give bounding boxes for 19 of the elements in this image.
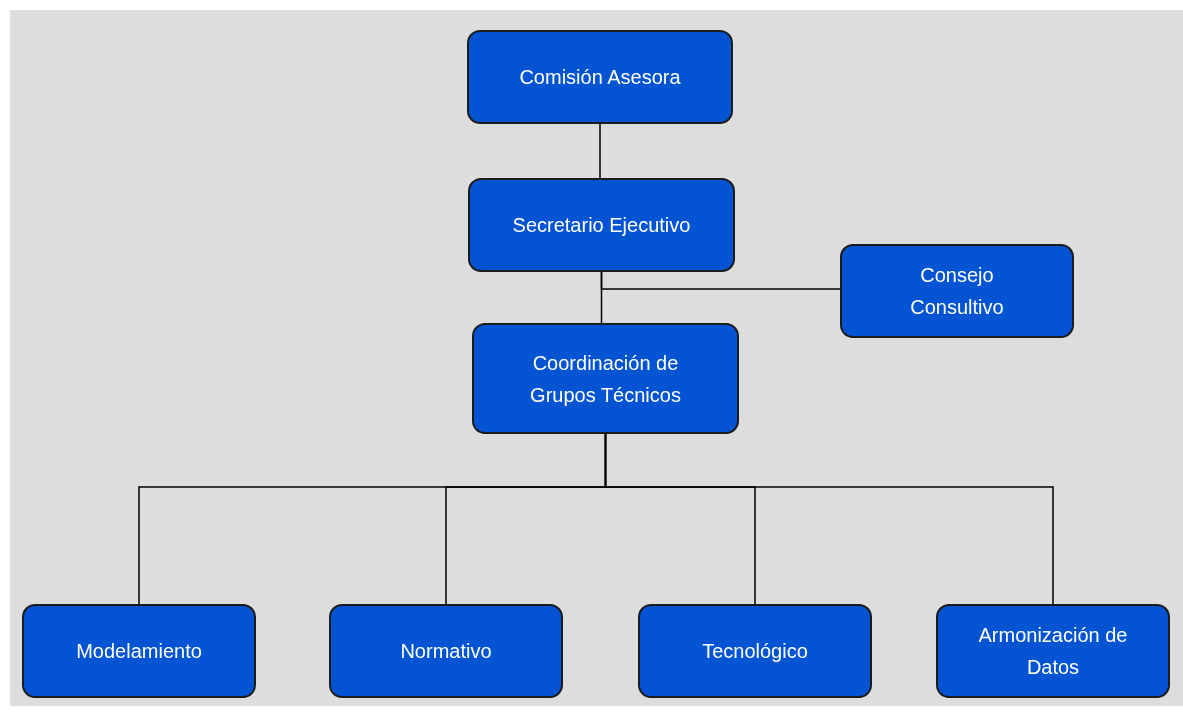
org-box [472, 323, 739, 434]
box-label: Coordinación de Grupos Técnicos [529, 350, 682, 408]
org-box [840, 244, 1074, 338]
box-label: Modelamiento [76, 639, 202, 664]
org-box [936, 604, 1170, 698]
box-label: Consejo Consultivo [909, 263, 1005, 320]
connector-line [599, 123, 601, 179]
org-box [468, 178, 735, 272]
box-label: Normativo [400, 639, 492, 664]
org-box [22, 604, 256, 698]
org-box [467, 30, 733, 124]
connector-line [600, 271, 841, 290]
box-label: Tecnológico [702, 639, 808, 664]
box-label: Comisión Asesora [519, 65, 681, 90]
box-label: Secretario Ejecutivo [512, 213, 691, 238]
org-box [638, 604, 872, 698]
box-label: Armonización de Datos [977, 623, 1129, 680]
org-box [329, 604, 563, 698]
connector-line [604, 433, 1054, 605]
